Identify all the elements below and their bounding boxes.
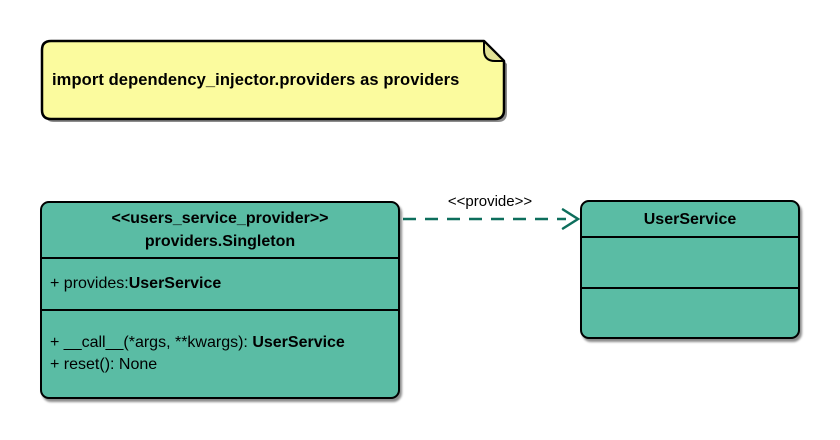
provider-class-methods: + __call__(*args, **kwargs): UserService… — [42, 311, 398, 397]
dependency-arrowhead-icon — [561, 208, 581, 230]
method-call-label: + __call__(*args, **kwargs): — [50, 334, 253, 351]
attribute-provides-type: UserService — [128, 275, 222, 292]
provider-class-box: <<users_service_provider>> providers.Sin… — [40, 201, 400, 399]
method-call-type: UserService — [252, 334, 345, 351]
method-reset-label: + reset(): None — [50, 356, 158, 373]
provider-class-name: providers.Singleton — [144, 233, 296, 250]
import-note-text: import dependency_injector.providers as … — [52, 70, 460, 89]
provide-arrow-label: <<provide>> — [447, 193, 533, 210]
method-call-row: + __call__(*args, **kwargs): UserService — [50, 332, 398, 354]
provider-class-stereotype: <<users_service_provider>> — [111, 210, 329, 227]
provider-class-header: <<users_service_provider>> providers.Sin… — [42, 203, 398, 259]
user-service-methods-compartment — [582, 289, 798, 337]
user-service-attributes-compartment — [582, 238, 798, 289]
user-service-class-box: UserService — [580, 200, 800, 339]
method-reset-row: + reset(): None — [50, 354, 398, 376]
user-service-class-name: UserService — [643, 210, 737, 228]
provider-class-attributes: + provides: UserService — [42, 259, 398, 311]
user-service-class-header: UserService — [582, 202, 798, 238]
attribute-provides-label: + provides: — [50, 275, 129, 292]
